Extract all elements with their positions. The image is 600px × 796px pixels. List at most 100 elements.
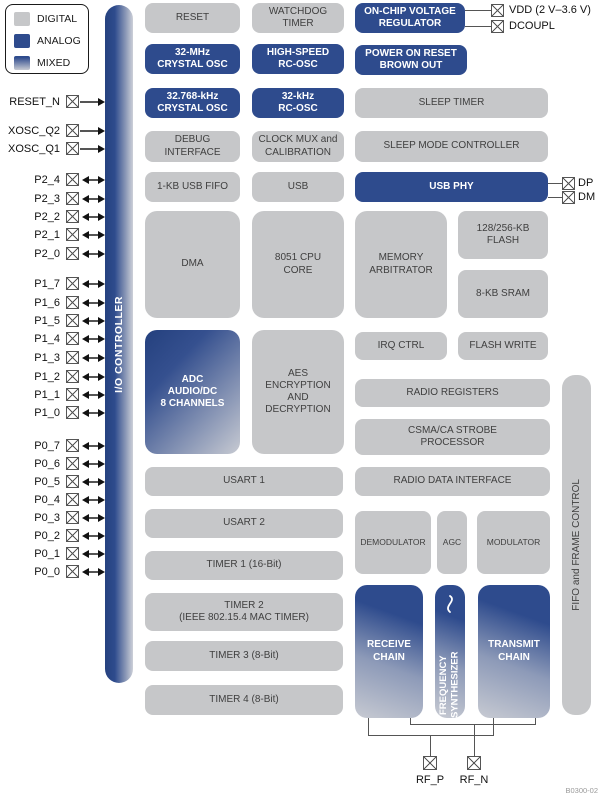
pin-label: P2_3 xyxy=(34,193,60,205)
block-clock-mux: CLOCK MUX and CALIBRATION xyxy=(252,131,344,162)
pin-pad-icon xyxy=(66,95,79,108)
pin-label: P1_4 xyxy=(34,333,60,345)
rf-wire-segment xyxy=(493,718,495,736)
arrow-right-icon xyxy=(98,299,105,307)
block-timer2: TIMER 2 (IEEE 802.15.4 MAC TIMER) xyxy=(145,593,343,631)
pin-wire xyxy=(84,253,100,255)
vdd-pin-label: VDD (2 V–3.6 V) xyxy=(509,4,591,16)
pin-label: P1_6 xyxy=(34,297,60,309)
pin-label: P1_3 xyxy=(34,352,60,364)
rf-wire-segment xyxy=(535,718,537,725)
legend-label: ANALOG xyxy=(37,34,81,47)
arrow-left-icon xyxy=(82,460,89,468)
block-usb-phy: USB PHY xyxy=(355,172,548,202)
arrow-right-icon xyxy=(98,231,105,239)
legend-row-mixed: MIXED xyxy=(14,55,70,70)
pin-pad-icon xyxy=(66,493,79,506)
block-sleep-timer: SLEEP TIMER xyxy=(355,88,548,118)
block-32mhz-xtal-osc: 32-MHz CRYSTAL OSC xyxy=(145,44,240,74)
arrow-left-icon xyxy=(82,280,89,288)
pin-pad-icon xyxy=(66,351,79,364)
arrow-left-icon xyxy=(82,568,89,576)
block-flash-write: FLASH WRITE xyxy=(458,332,548,360)
rf-wire-segment xyxy=(410,718,412,725)
arrow-left-icon xyxy=(82,195,89,203)
block-debug-interface: DEBUG INTERFACE xyxy=(145,131,240,162)
block-radio-data-interface: RADIO DATA INTERFACE xyxy=(355,467,550,496)
pin-pad-icon xyxy=(66,124,79,137)
pin-pad-icon xyxy=(66,406,79,419)
pin-label: P0_0 xyxy=(34,566,60,578)
figure-id: B0300-02 xyxy=(565,786,598,795)
arrow-left-icon xyxy=(82,550,89,558)
pin-label: P0_6 xyxy=(34,458,60,470)
pin-pad-icon xyxy=(66,529,79,542)
pin-label: P0_4 xyxy=(34,494,60,506)
arrow-right-icon xyxy=(98,213,105,221)
pin-pad-icon xyxy=(66,439,79,452)
arrow-left-icon xyxy=(82,373,89,381)
digital-swatch xyxy=(14,11,30,26)
block-memory-arbitrator: MEMORY ARBITRATOR xyxy=(355,211,447,318)
block-timer4: TIMER 4 (8-Bit) xyxy=(145,685,343,715)
pin-pad-icon xyxy=(66,565,79,578)
pin-pad-icon xyxy=(66,475,79,488)
io-controller-bar: I/O CONTROLLER xyxy=(105,5,133,683)
arrow-left-icon xyxy=(82,335,89,343)
block-usart1: USART 1 xyxy=(145,467,343,496)
arrow-left-icon xyxy=(82,409,89,417)
pin-pad-icon xyxy=(66,173,79,186)
rf-p-pin-label: RF_P xyxy=(415,774,445,786)
block-usb: USB xyxy=(252,172,344,202)
arrow-right-icon xyxy=(98,391,105,399)
pin-pad-icon xyxy=(66,457,79,470)
pin-wire xyxy=(84,394,100,396)
pin-pad-icon xyxy=(66,210,79,223)
block-modulator: MODULATOR xyxy=(477,511,550,574)
block-timer1: TIMER 1 (16-Bit) xyxy=(145,551,343,580)
dcoupl-wire xyxy=(465,26,492,28)
arrow-right-icon xyxy=(98,127,105,135)
block-frequency-synthesizer: FREQUENCY SYNTHESIZER xyxy=(435,585,465,718)
pin-label: P0_3 xyxy=(34,512,60,524)
block-32khz-rcosc: 32-kHz RC-OSC xyxy=(252,88,344,118)
arrow-right-icon xyxy=(98,496,105,504)
arrow-left-icon xyxy=(82,231,89,239)
rf-n-drop-wire xyxy=(474,724,476,756)
rf-p-pin xyxy=(423,756,437,770)
block-aes: AES ENCRYPTION AND DECRYPTION xyxy=(252,330,344,454)
block-power-on-reset: POWER ON RESET BROWN OUT xyxy=(355,45,467,75)
pin-wire xyxy=(84,216,100,218)
pin-wire xyxy=(80,130,100,132)
pin-label: P1_7 xyxy=(34,278,60,290)
arrow-left-icon xyxy=(82,213,89,221)
legend-row-analog: ANALOG xyxy=(14,33,81,48)
arrow-right-icon xyxy=(98,145,105,153)
arrow-left-icon xyxy=(82,478,89,486)
pin-wire xyxy=(84,571,100,573)
dm-wire xyxy=(548,197,562,199)
arrow-right-icon xyxy=(98,514,105,522)
arrow-right-icon xyxy=(98,195,105,203)
pin-label: P0_1 xyxy=(34,548,60,560)
pin-wire xyxy=(80,148,100,150)
block-radio-registers: RADIO REGISTERS xyxy=(355,379,550,407)
pin-wire xyxy=(84,463,100,465)
pin-pad-icon xyxy=(66,296,79,309)
pin-wire xyxy=(84,481,100,483)
legend: DIGITAL ANALOG MIXED xyxy=(5,4,89,74)
block-usart2: USART 2 xyxy=(145,509,343,538)
mixed-swatch xyxy=(14,55,30,70)
pin-wire xyxy=(84,376,100,378)
pin-wire xyxy=(84,338,100,340)
pin-wire xyxy=(84,179,100,181)
arrow-left-icon xyxy=(82,532,89,540)
io-controller-label: I/O CONTROLLER xyxy=(113,295,125,393)
pin-pad-icon xyxy=(66,370,79,383)
block-highspeed-rcosc: HIGH-SPEED RC-OSC xyxy=(252,44,344,74)
pin-wire xyxy=(84,302,100,304)
pin-label: P2_1 xyxy=(34,229,60,241)
pin-wire xyxy=(84,320,100,322)
block-csma-strobe: CSMA/CA STROBE PROCESSOR xyxy=(355,419,550,455)
